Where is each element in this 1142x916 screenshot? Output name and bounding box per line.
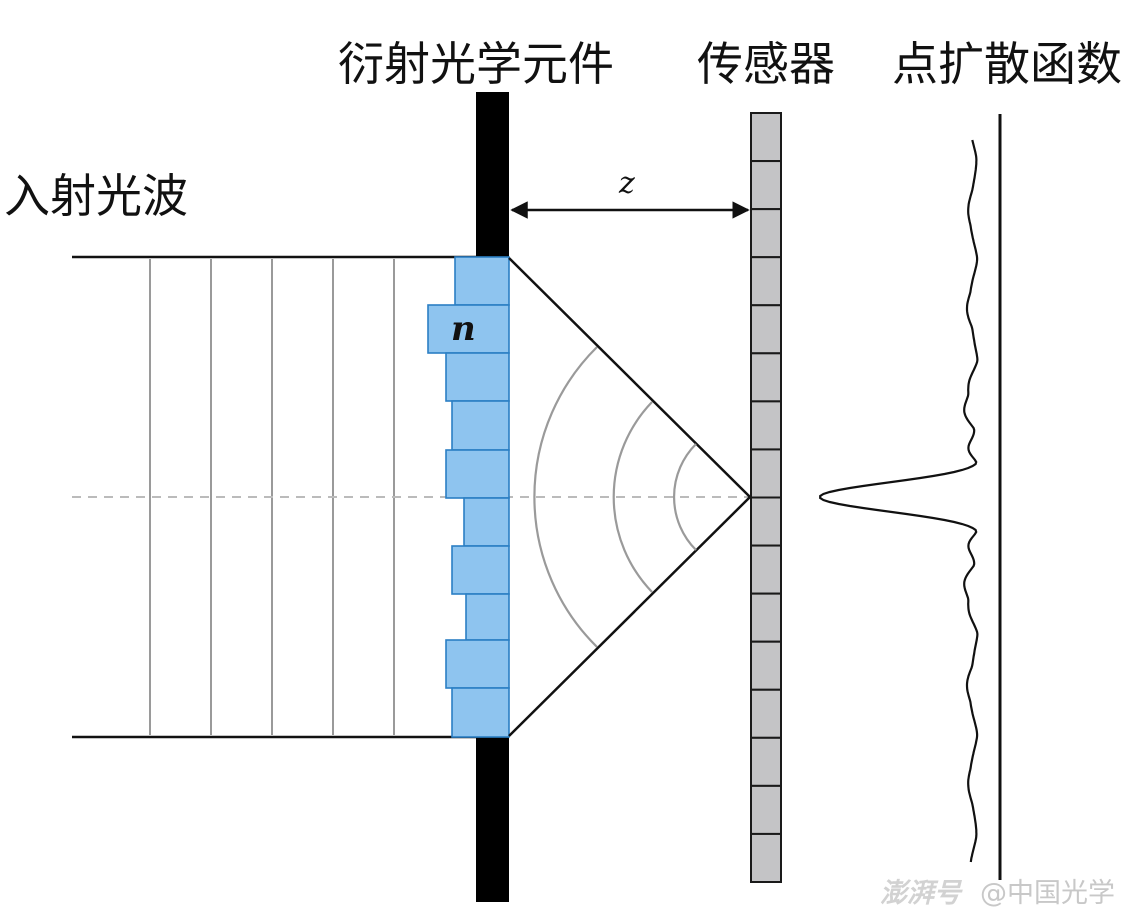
watermark-brand: 澎湃号 [880, 878, 963, 909]
sensor-pixel [750, 304, 782, 355]
sensor-pixel [750, 208, 782, 259]
sensor-pixel [750, 352, 782, 403]
sensor-pixel [750, 544, 782, 595]
sensor-pixel [750, 688, 782, 739]
sensor-pixel [750, 400, 782, 451]
doe-step [465, 593, 510, 641]
sensor-array [750, 112, 782, 883]
doe-step [451, 545, 510, 595]
sensor-pixel [750, 448, 782, 499]
sensor-pixel [750, 736, 782, 787]
doe-step [445, 449, 510, 499]
psf-curve [819, 139, 979, 863]
sensor-pixel [750, 784, 782, 835]
incident-wave-label: 入射光波 [4, 169, 188, 223]
sensor-pixel [750, 160, 782, 211]
aperture-bottom [476, 736, 509, 902]
diffractive-optical-element [427, 256, 510, 738]
sensor-pixel [750, 256, 782, 307]
refractive-index-label: n [451, 309, 476, 349]
aperture-top [476, 92, 509, 258]
spherical-wavefront-inner [673, 443, 697, 551]
doe-label: 衍射光学元件 [338, 37, 614, 91]
sensor-pixel [750, 832, 782, 883]
doe-step [445, 639, 510, 689]
spherical-wavefront-middle [612, 401, 653, 593]
watermark-account: @中国光学 [980, 878, 1115, 909]
doe-step [463, 497, 510, 547]
sensor-pixel [750, 112, 782, 163]
doe-step [445, 352, 510, 402]
psf-label: 点扩散函数 [892, 37, 1122, 91]
doe-step [451, 687, 510, 738]
distance-label: z [618, 166, 635, 201]
doe-step [454, 256, 510, 306]
cone-bottom-edge [508, 496, 751, 737]
sensor-pixel [750, 592, 782, 643]
spherical-wavefront-outer [533, 346, 598, 648]
sensor-pixel [750, 640, 782, 691]
sensor-pixel [750, 496, 782, 547]
doe-step [451, 400, 510, 451]
sensor-label: 传感器 [697, 37, 835, 91]
cone-top-edge [508, 257, 751, 498]
